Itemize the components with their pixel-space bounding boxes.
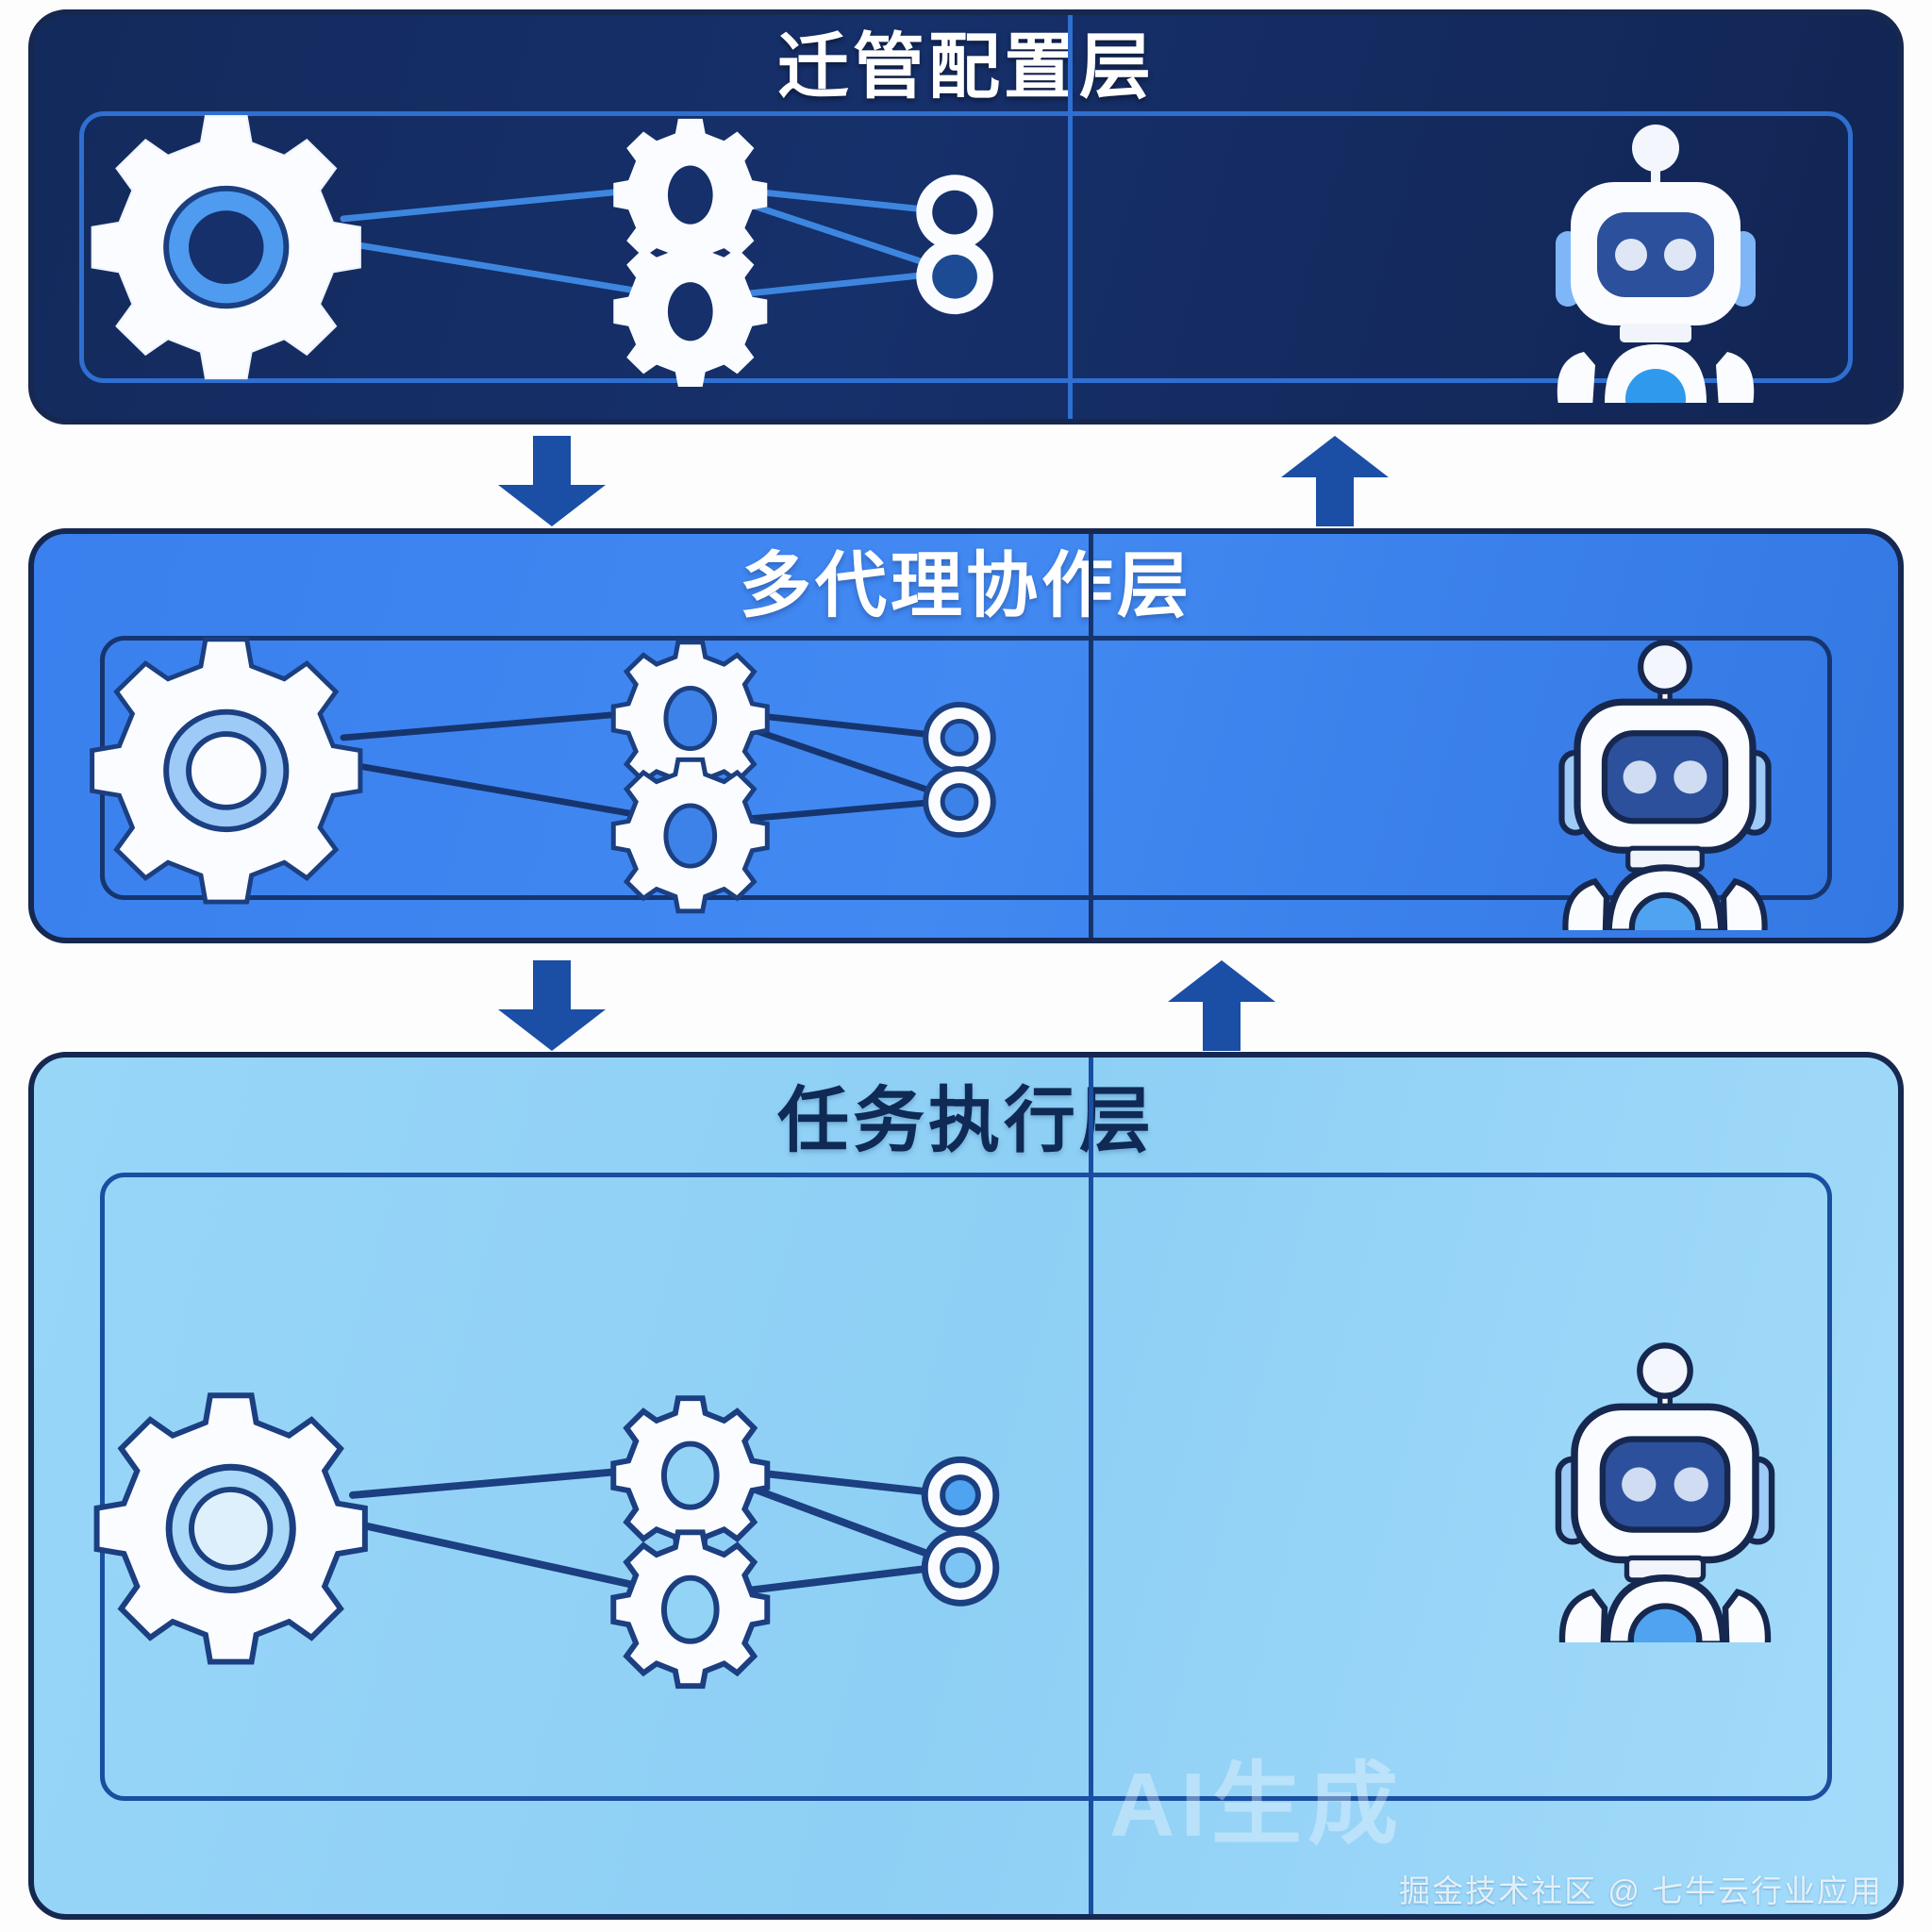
- layer-panel-task-execution[interactable]: 任务执行层: [28, 1052, 1904, 1920]
- layer-title-multi-agent: 多代理协作层: [740, 546, 1192, 626]
- robot-icon: [1555, 1342, 1775, 1642]
- layer-panel-multi-agent[interactable]: 多代理协作层: [28, 528, 1904, 943]
- robot-avatar-management-config[interactable]: [1402, 106, 1909, 417]
- watermark-credit: 掘金技术社区 @ 七牛云行业应用: [1399, 1874, 1883, 1908]
- layer-divider: [1068, 15, 1073, 419]
- layer-divider: [1089, 1058, 1093, 1914]
- robot-icon: [1556, 125, 1756, 403]
- robot-avatar-task-execution[interactable]: [1421, 1303, 1909, 1680]
- arrow-down-icon-2: [498, 960, 606, 1051]
- layer-divider: [1089, 534, 1093, 938]
- arrow-down-icon-1: [498, 436, 606, 526]
- layer-inner-frame: [79, 111, 1853, 383]
- layer-panel-management-config[interactable]: 迁管配置层: [28, 9, 1904, 425]
- watermark-ai-generated: AI生成: [1109, 1755, 1404, 1856]
- robot-icon: [1558, 640, 1772, 930]
- arrow-up-icon-2: [1168, 960, 1275, 1051]
- layer-title-management-config: 迁管配置层: [777, 27, 1155, 108]
- robot-avatar-multi-agent[interactable]: [1421, 628, 1909, 940]
- arrow-up-icon-1: [1281, 436, 1389, 526]
- layer-title-task-execution: 任务执行层: [777, 1081, 1155, 1161]
